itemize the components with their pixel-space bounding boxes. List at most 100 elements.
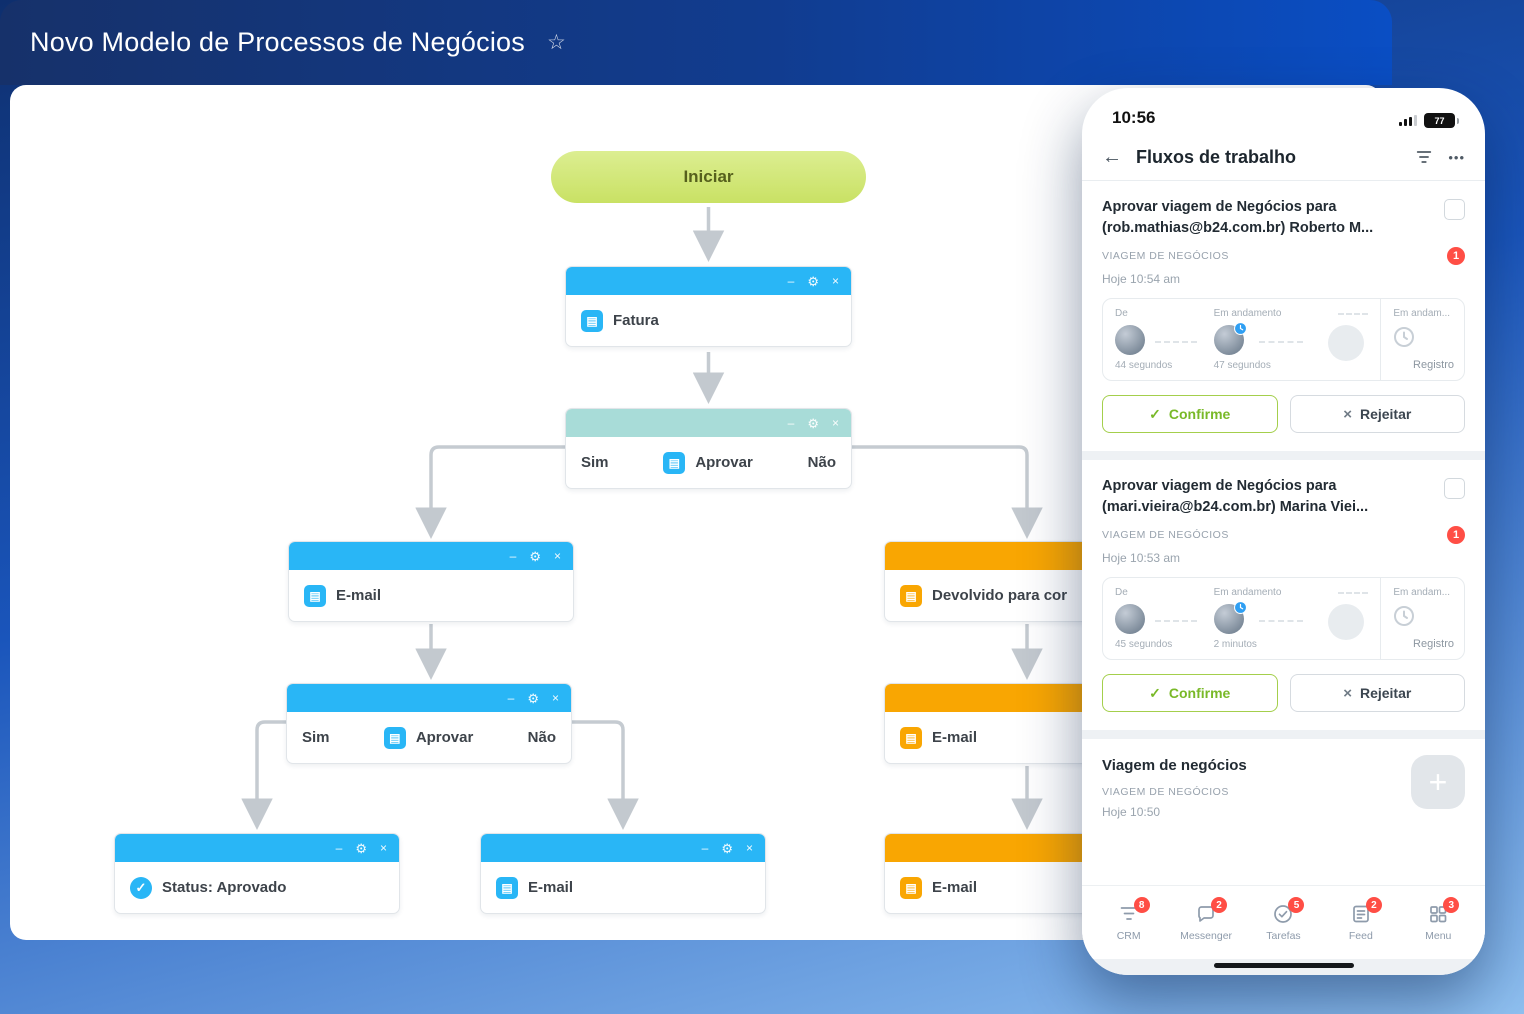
favorite-star-icon[interactable]: ☆ — [546, 31, 566, 54]
node-label: Aprovar — [695, 454, 753, 471]
reject-button[interactable]: × Rejeitar — [1289, 674, 1465, 713]
settings-gear-icon[interactable]: ⚙ — [721, 840, 733, 856]
close-icon[interactable]: × — [831, 274, 839, 288]
node-titlebar: – ⚙ × — [115, 834, 399, 862]
divider — [1082, 180, 1485, 181]
reject-label: Rejeitar — [1359, 406, 1412, 423]
status-bar: 10:56 77 — [1082, 88, 1485, 134]
settings-gear-icon[interactable]: ⚙ — [807, 273, 819, 289]
nav-label: Feed — [1348, 930, 1373, 942]
branch-yes-label: Sim — [302, 729, 330, 746]
task-checkbox[interactable] — [1444, 199, 1465, 220]
feed-icon — [1353, 905, 1369, 923]
workflow-card[interactable]: Aprovar viagem de Negócios para (rob.mat… — [1082, 181, 1485, 452]
minimize-icon[interactable]: – — [507, 691, 515, 705]
flow-node-start[interactable]: Iniciar — [551, 151, 866, 203]
card-timestamp: Hoje 10:53 am — [1102, 551, 1181, 566]
close-icon[interactable]: × — [745, 841, 753, 855]
workflow-card[interactable]: Aprovar viagem de Negócios para (mari.vi… — [1082, 460, 1485, 731]
card-timestamp: Hoje 10:50 — [1102, 804, 1161, 819]
nav-badge: 5 — [1288, 897, 1305, 913]
task-checkbox[interactable] — [1444, 478, 1465, 500]
dashed-connector — [1155, 341, 1197, 344]
nav-badge: 8 — [1133, 897, 1150, 913]
confirm-button[interactable]: ✓ Confirme — [1102, 395, 1278, 434]
step-label: Em andam... — [1393, 308, 1451, 320]
settings-gear-icon[interactable]: ⚙ — [529, 548, 541, 564]
step-label: De — [1115, 308, 1128, 320]
node-titlebar: – ⚙ × — [287, 684, 571, 712]
pending-step-icon — [1328, 603, 1365, 640]
status-check-icon: ✓ — [130, 876, 152, 899]
node-label: E-mail — [528, 879, 574, 896]
node-titlebar: – ⚙ × — [289, 542, 573, 570]
nav-badge: 3 — [1443, 897, 1460, 913]
nav-badge: 2 — [1211, 897, 1228, 913]
confirm-button[interactable]: ✓ Confirme — [1102, 674, 1278, 713]
document-icon: ▤ — [581, 309, 603, 332]
flow-node-email-left[interactable]: – ⚙ × ▤ E-mail — [288, 541, 574, 622]
workflow-card[interactable]: Viagem de negócios VIAGEM DE NEGÓCIOS Ho… — [1082, 739, 1485, 909]
nav-item-crm[interactable]: 8 CRM — [1096, 897, 1162, 942]
step-label: De — [1115, 587, 1128, 599]
document-icon: ▤ — [663, 451, 686, 474]
workflow-timeline[interactable]: De 45 segundos Em andamento 2 minutos — [1102, 577, 1465, 661]
avatar — [1213, 601, 1247, 635]
workflow-timeline[interactable]: De 44 segundos Em andamento 47 segundos — [1102, 298, 1465, 382]
close-icon[interactable]: × — [551, 691, 559, 705]
nav-label: Messenger — [1180, 930, 1233, 942]
dashed-connector — [1338, 592, 1368, 595]
minimize-icon[interactable]: – — [787, 416, 795, 430]
flow-connectors — [241, 207, 1043, 830]
minimize-icon[interactable]: – — [701, 841, 709, 855]
close-icon[interactable]: × — [553, 549, 561, 563]
minimize-icon[interactable]: – — [509, 549, 517, 563]
card-category: VIAGEM DE NEGÓCIOS — [1102, 250, 1229, 263]
nav-item-messenger[interactable]: 2 Messenger — [1173, 897, 1239, 942]
menu-grid-icon — [1430, 906, 1447, 923]
settings-gear-icon[interactable]: ⚙ — [527, 690, 539, 706]
clock-badge-icon — [1233, 601, 1247, 615]
back-icon[interactable]: ← — [1102, 145, 1122, 168]
x-icon: × — [1343, 405, 1352, 423]
dashed-connector — [1155, 620, 1197, 623]
flow-node-status-aprovado[interactable]: – ⚙ × ✓ Status: Aprovado — [114, 833, 400, 914]
home-indicator[interactable] — [1213, 963, 1354, 968]
flow-node-email-center[interactable]: – ⚙ × ▤ E-mail — [480, 833, 766, 914]
avatar — [1115, 325, 1145, 356]
settings-gear-icon[interactable]: ⚙ — [355, 840, 367, 856]
nav-item-tarefas[interactable]: 5 Tarefas — [1250, 897, 1316, 942]
dashed-connector — [1259, 620, 1303, 623]
log-link[interactable]: Registro — [1413, 359, 1455, 372]
minimize-icon[interactable]: – — [787, 274, 795, 288]
nav-item-feed[interactable]: 2 Feed — [1328, 897, 1394, 942]
close-icon[interactable]: × — [379, 841, 387, 855]
nav-item-menu[interactable]: 3 Menu — [1405, 897, 1471, 942]
settings-gear-icon[interactable]: ⚙ — [807, 415, 819, 431]
battery-percent: 77 — [1434, 115, 1445, 126]
dashed-connector — [1259, 341, 1303, 344]
card-timestamp: Hoje 10:54 am — [1102, 272, 1181, 287]
document-icon: ▤ — [900, 726, 922, 749]
add-button[interactable]: + — [1411, 755, 1465, 810]
messenger-icon — [1198, 906, 1214, 922]
workflow-list[interactable]: Aprovar viagem de Negócios para (rob.mat… — [1082, 181, 1485, 975]
minimize-icon[interactable]: – — [335, 841, 343, 855]
step-duration: 47 segundos — [1213, 360, 1271, 372]
pending-clock-icon — [1394, 327, 1415, 348]
flow-node-approve-2[interactable]: – ⚙ × Sim ▤ Aprovar Não — [286, 683, 572, 764]
close-icon[interactable]: × — [831, 416, 839, 430]
x-icon: × — [1343, 684, 1352, 702]
flow-node-fatura[interactable]: – ⚙ × ▤ Fatura — [565, 266, 852, 347]
log-link[interactable]: Registro — [1413, 638, 1455, 651]
clock-badge-icon — [1233, 322, 1247, 336]
unread-badge: 1 — [1447, 247, 1465, 266]
pending-clock-icon — [1394, 606, 1415, 627]
node-titlebar: – ⚙ × — [566, 267, 851, 295]
node-label: Devolvido para cor — [932, 587, 1068, 604]
reject-button[interactable]: × Rejeitar — [1289, 395, 1465, 434]
branch-no-label: Não — [807, 454, 836, 471]
flow-node-approve-1[interactable]: – ⚙ × Sim ▤ Aprovar Não — [565, 408, 852, 489]
filter-icon[interactable] — [1414, 147, 1434, 167]
more-options-icon[interactable]: ••• — [1448, 149, 1465, 165]
